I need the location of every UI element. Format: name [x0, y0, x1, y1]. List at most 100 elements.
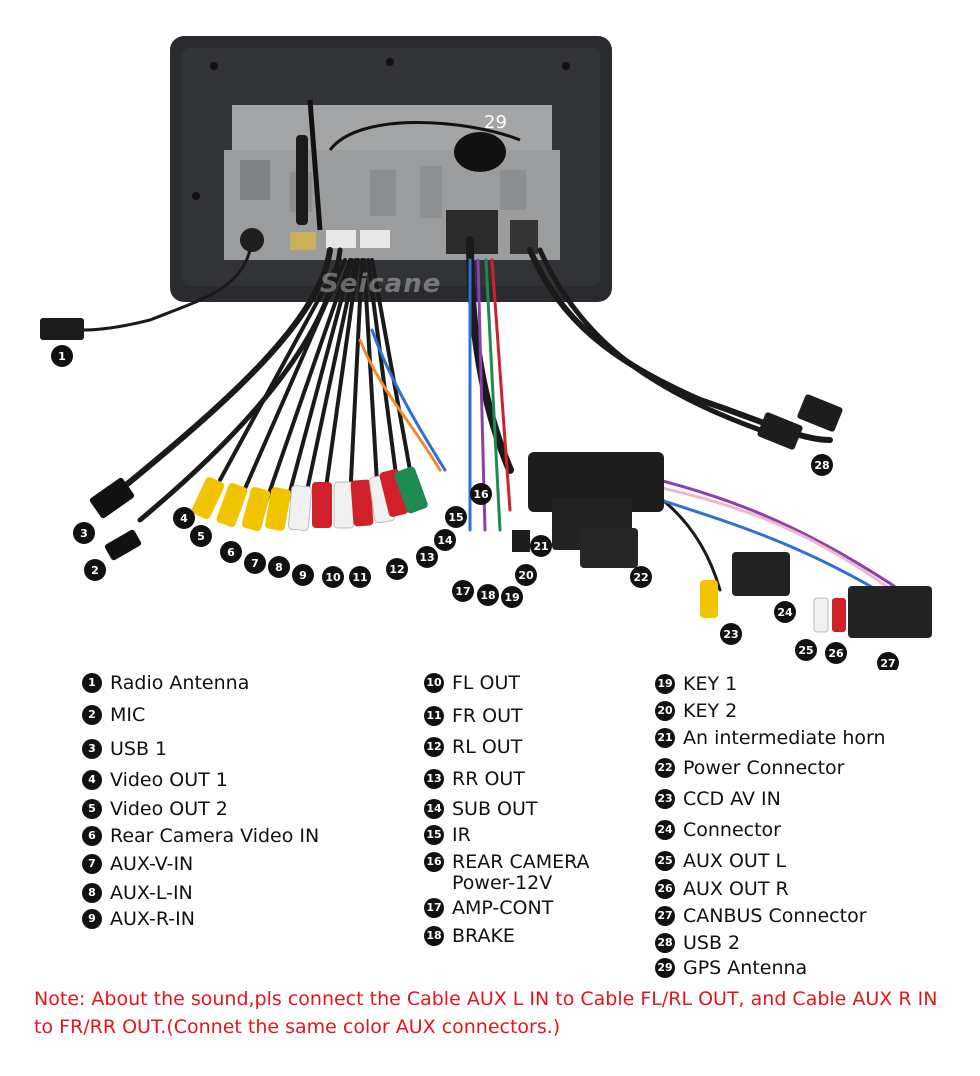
legend-number-badge: 18 — [424, 926, 444, 946]
usb1-plug — [89, 477, 135, 519]
legend-number-badge: 23 — [655, 789, 675, 809]
legend-number-badge: 1 — [82, 673, 102, 693]
legend-number-badge: 5 — [82, 799, 102, 819]
badge-12: 12 — [386, 558, 408, 580]
badge-19-text: 19 — [504, 591, 519, 604]
number-badges: 1 2 3 4 5 6 7 8 9 10 11 12 13 14 15 16 1… — [51, 345, 899, 670]
legend-label: AMP-CONT — [452, 897, 554, 919]
badge-17: 17 — [452, 580, 474, 602]
legend-number-badge: 12 — [424, 737, 444, 757]
legend-number-badge: 24 — [655, 820, 675, 840]
badge-24: 24 — [774, 601, 796, 623]
legend-label: Video OUT 1 — [110, 769, 228, 791]
badge-20-text: 20 — [518, 569, 534, 582]
badge-23-text: 23 — [723, 628, 738, 641]
usb2-plug-b — [797, 394, 843, 432]
legend-item-17: 17 AMP-CONT — [424, 898, 553, 919]
legend-label: MIC — [110, 704, 146, 726]
legend-label: Radio Antenna — [110, 672, 250, 694]
legend-label: Power Connector — [683, 757, 845, 779]
legend-item-19: 19 KEY 1 — [655, 674, 737, 695]
legend-label: CCD AV IN — [683, 788, 781, 810]
badge-7-text: 7 — [251, 557, 259, 570]
legend-label: AUX-V-IN — [110, 853, 194, 875]
badge-28: 28 — [811, 454, 833, 476]
badge-2-text: 2 — [91, 564, 99, 577]
badge-16: 16 — [470, 483, 492, 505]
badge-1-text: 1 — [58, 350, 66, 363]
usb2-plug-a — [757, 412, 803, 450]
legend-label: FL OUT — [452, 672, 521, 694]
canbus-connector-body — [848, 586, 932, 638]
legend-label: BRAKE — [452, 925, 515, 947]
head-unit-wiring-illustration: Seicane 29 1 2 3 4 5 6 7 8 9 10 11 12 13… — [40, 36, 932, 670]
badge-15: 15 — [445, 506, 467, 528]
badge-6: 6 — [220, 541, 242, 563]
legend-label: USB 1 — [110, 738, 168, 760]
badge-6-text: 6 — [227, 546, 235, 559]
canbus-box — [528, 452, 664, 512]
legend-label: AUX-L-IN — [110, 882, 193, 904]
legend-number-badge: 22 — [655, 758, 675, 778]
legend-label: FR OUT — [452, 705, 523, 727]
legend-item-1: 1 Radio Antenna — [82, 673, 249, 694]
legend-number-badge: 9 — [82, 909, 102, 929]
legend-number-badge: 2 — [82, 705, 102, 725]
legend-number-badge: 3 — [82, 739, 102, 759]
badge-24-text: 24 — [777, 606, 793, 619]
legend-number-badge: 19 — [655, 674, 675, 694]
badge-17-text: 17 — [455, 585, 470, 598]
connector-24-body — [732, 552, 790, 596]
legend-number-badge: 16 — [424, 852, 444, 872]
rca-plug-row — [191, 466, 428, 531]
badge-28-text: 28 — [814, 459, 829, 472]
badge-16-text: 16 — [473, 488, 489, 501]
badge-22-text: 22 — [633, 571, 648, 584]
legend-label: RR OUT — [452, 768, 525, 790]
legend-number-badge: 20 — [655, 701, 675, 721]
legend-item-3: 3 USB 1 — [82, 739, 167, 760]
legend-number-badge: 8 — [82, 883, 102, 903]
badge-9: 9 — [292, 564, 314, 586]
legend-label: Rear Camera Video IN — [110, 825, 320, 847]
legend-number-badge: 27 — [655, 906, 675, 926]
badge-19: 19 — [501, 586, 523, 608]
legend-label: AUX OUT R — [683, 878, 789, 900]
legend-item-12: 12 RL OUT — [424, 737, 522, 758]
badge-18: 18 — [477, 584, 499, 606]
badge-21-text: 21 — [533, 540, 548, 553]
legend-label: An intermediate horn — [683, 727, 886, 749]
badge-5-text: 5 — [197, 530, 205, 543]
badge-4: 4 — [173, 507, 195, 529]
legend-item-18: 18 BRAKE — [424, 926, 515, 947]
badge-4-text: 4 — [180, 512, 188, 525]
ccd-av-in-plug — [700, 580, 718, 618]
badge-18-text: 18 — [480, 589, 495, 602]
badge-12-text: 12 — [389, 563, 404, 576]
badge-27: 27 — [877, 652, 899, 670]
legend-label: KEY 1 — [683, 673, 738, 695]
legend-number-badge: 15 — [424, 825, 444, 845]
legend-number-badge: 10 — [424, 673, 444, 693]
legend-number-badge: 11 — [424, 706, 444, 726]
badge-15-text: 15 — [448, 511, 463, 524]
badge-8-text: 8 — [275, 561, 283, 574]
badge-23: 23 — [720, 623, 742, 645]
connectors — [40, 318, 932, 638]
legend-label: RL OUT — [452, 736, 523, 758]
legend-number-badge: 17 — [424, 898, 444, 918]
brand-watermark: Seicane — [320, 269, 441, 299]
badge-2: 2 — [84, 559, 106, 581]
